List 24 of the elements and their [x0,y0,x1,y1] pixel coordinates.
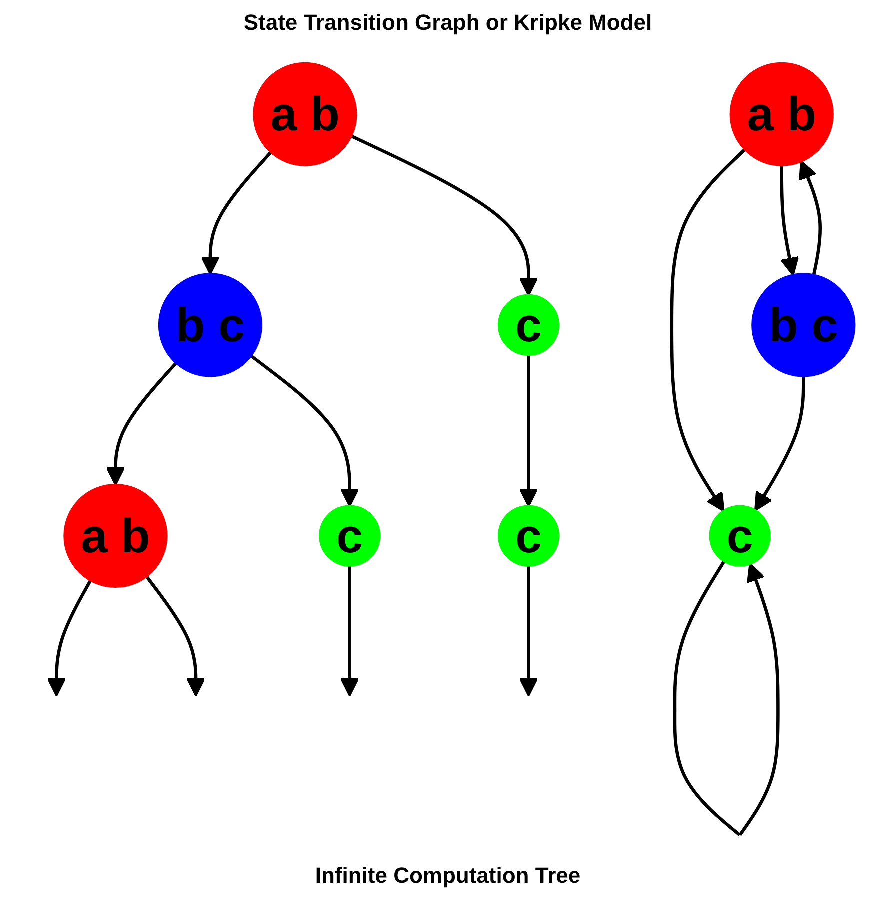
node-circle: c [498,505,560,567]
arrow [145,576,206,697]
node-circle: c [498,294,560,356]
node-circle: c [319,505,381,567]
node-circle: b c [752,273,856,378]
arrow [780,165,800,276]
arrow [670,148,746,512]
arrow [350,134,538,296]
arrow [250,354,360,508]
node-circle: a b [64,484,168,588]
node-circle: c [709,505,771,567]
arrow [340,566,360,697]
arrow [200,151,272,276]
node-circle: a b [730,62,834,166]
arrow [106,362,178,486]
arrow [754,376,806,512]
diagram-caption: State Transition Graph or Kripke Model [244,10,652,36]
arrow [519,354,538,508]
arrow [799,160,822,276]
arrow [519,566,538,697]
arrow [47,580,92,697]
node-circle: a b [253,62,358,166]
diagram-caption: Infinite Computation Tree [315,863,581,889]
node-circle: b c [158,273,263,378]
